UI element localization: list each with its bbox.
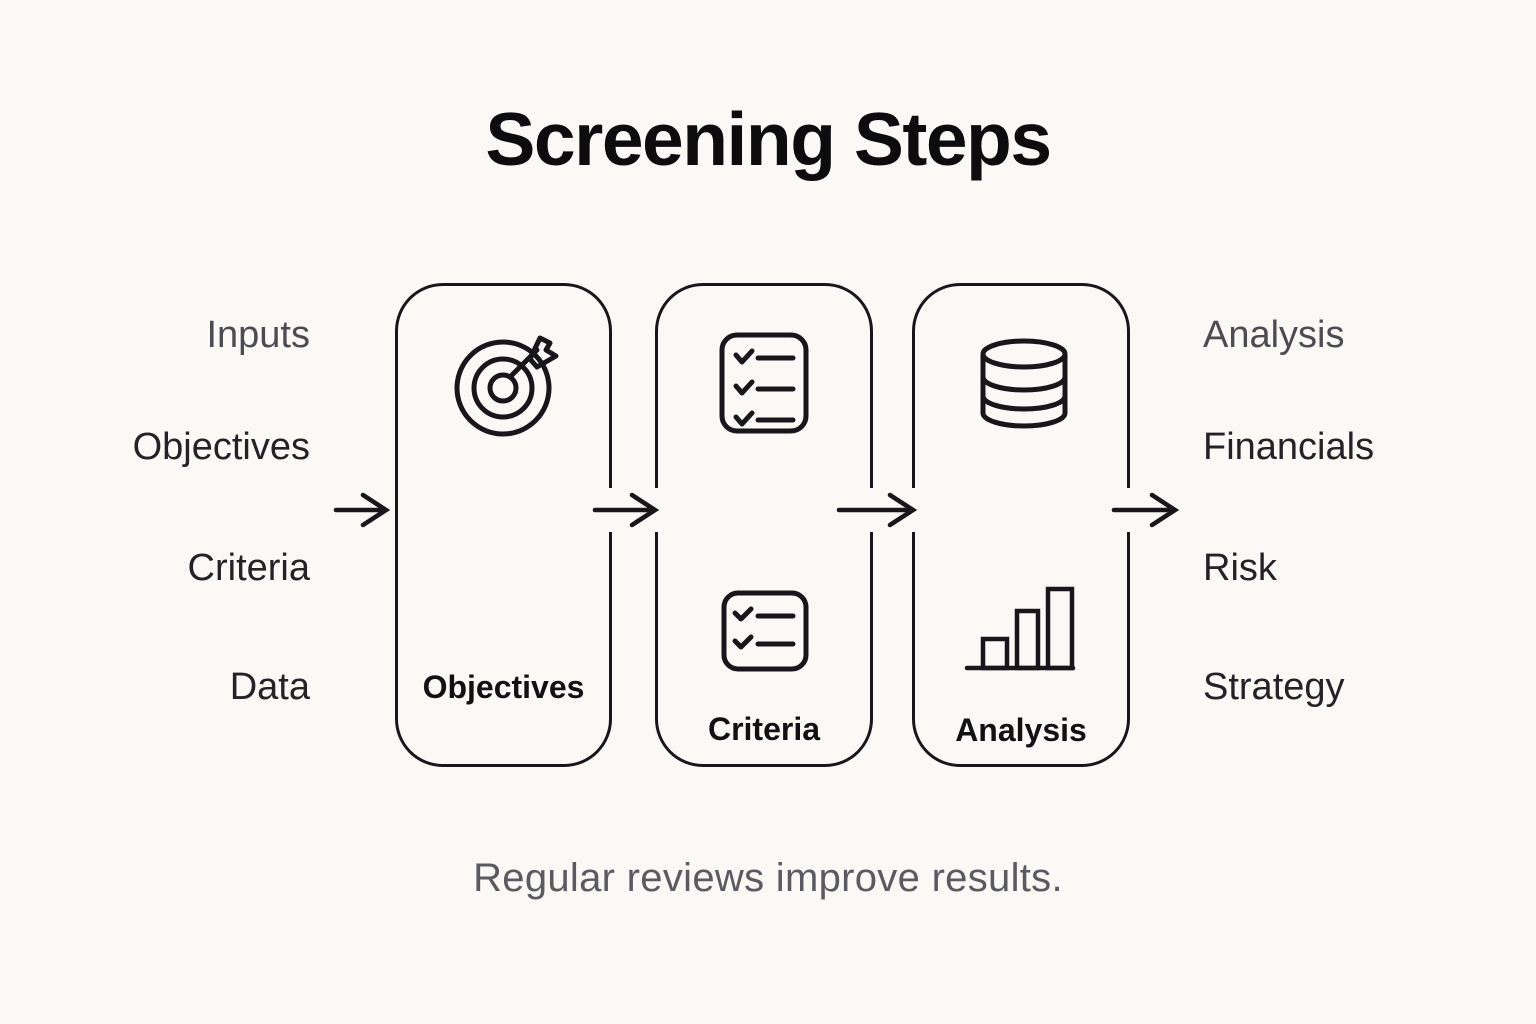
output-label-risk: Risk bbox=[1203, 547, 1277, 589]
checklist-icon bbox=[721, 590, 809, 672]
step-label-objectives: Objectives bbox=[422, 669, 585, 705]
output-label-analysis: Analysis bbox=[1203, 314, 1345, 356]
arrow-right-icon bbox=[1110, 488, 1180, 532]
step-label-criteria: Criteria bbox=[707, 711, 821, 747]
bar-chart-icon bbox=[964, 586, 1076, 671]
diagram-title: Screening Steps bbox=[485, 97, 1052, 181]
arrow-right-icon bbox=[333, 492, 391, 528]
arrow-right-icon bbox=[836, 488, 918, 532]
database-icon bbox=[980, 338, 1068, 429]
arrow-right-icon bbox=[592, 488, 662, 532]
input-label-inputs: Inputs bbox=[206, 314, 310, 356]
diagram-caption: Regular reviews improve results. bbox=[473, 856, 1063, 900]
target-icon bbox=[454, 335, 559, 437]
input-label-criteria: Criteria bbox=[187, 547, 310, 589]
step-box-analysis: Analysis bbox=[912, 283, 1130, 767]
checklist-icon bbox=[719, 332, 809, 434]
output-label-financials: Financials bbox=[1203, 426, 1375, 468]
step-label-analysis: Analysis bbox=[955, 712, 1087, 748]
step-box-objectives: Objectives bbox=[395, 283, 612, 767]
input-label-objectives: Objectives bbox=[132, 426, 310, 468]
output-label-strategy: Strategy bbox=[1203, 666, 1345, 708]
input-label-data: Data bbox=[229, 666, 310, 708]
